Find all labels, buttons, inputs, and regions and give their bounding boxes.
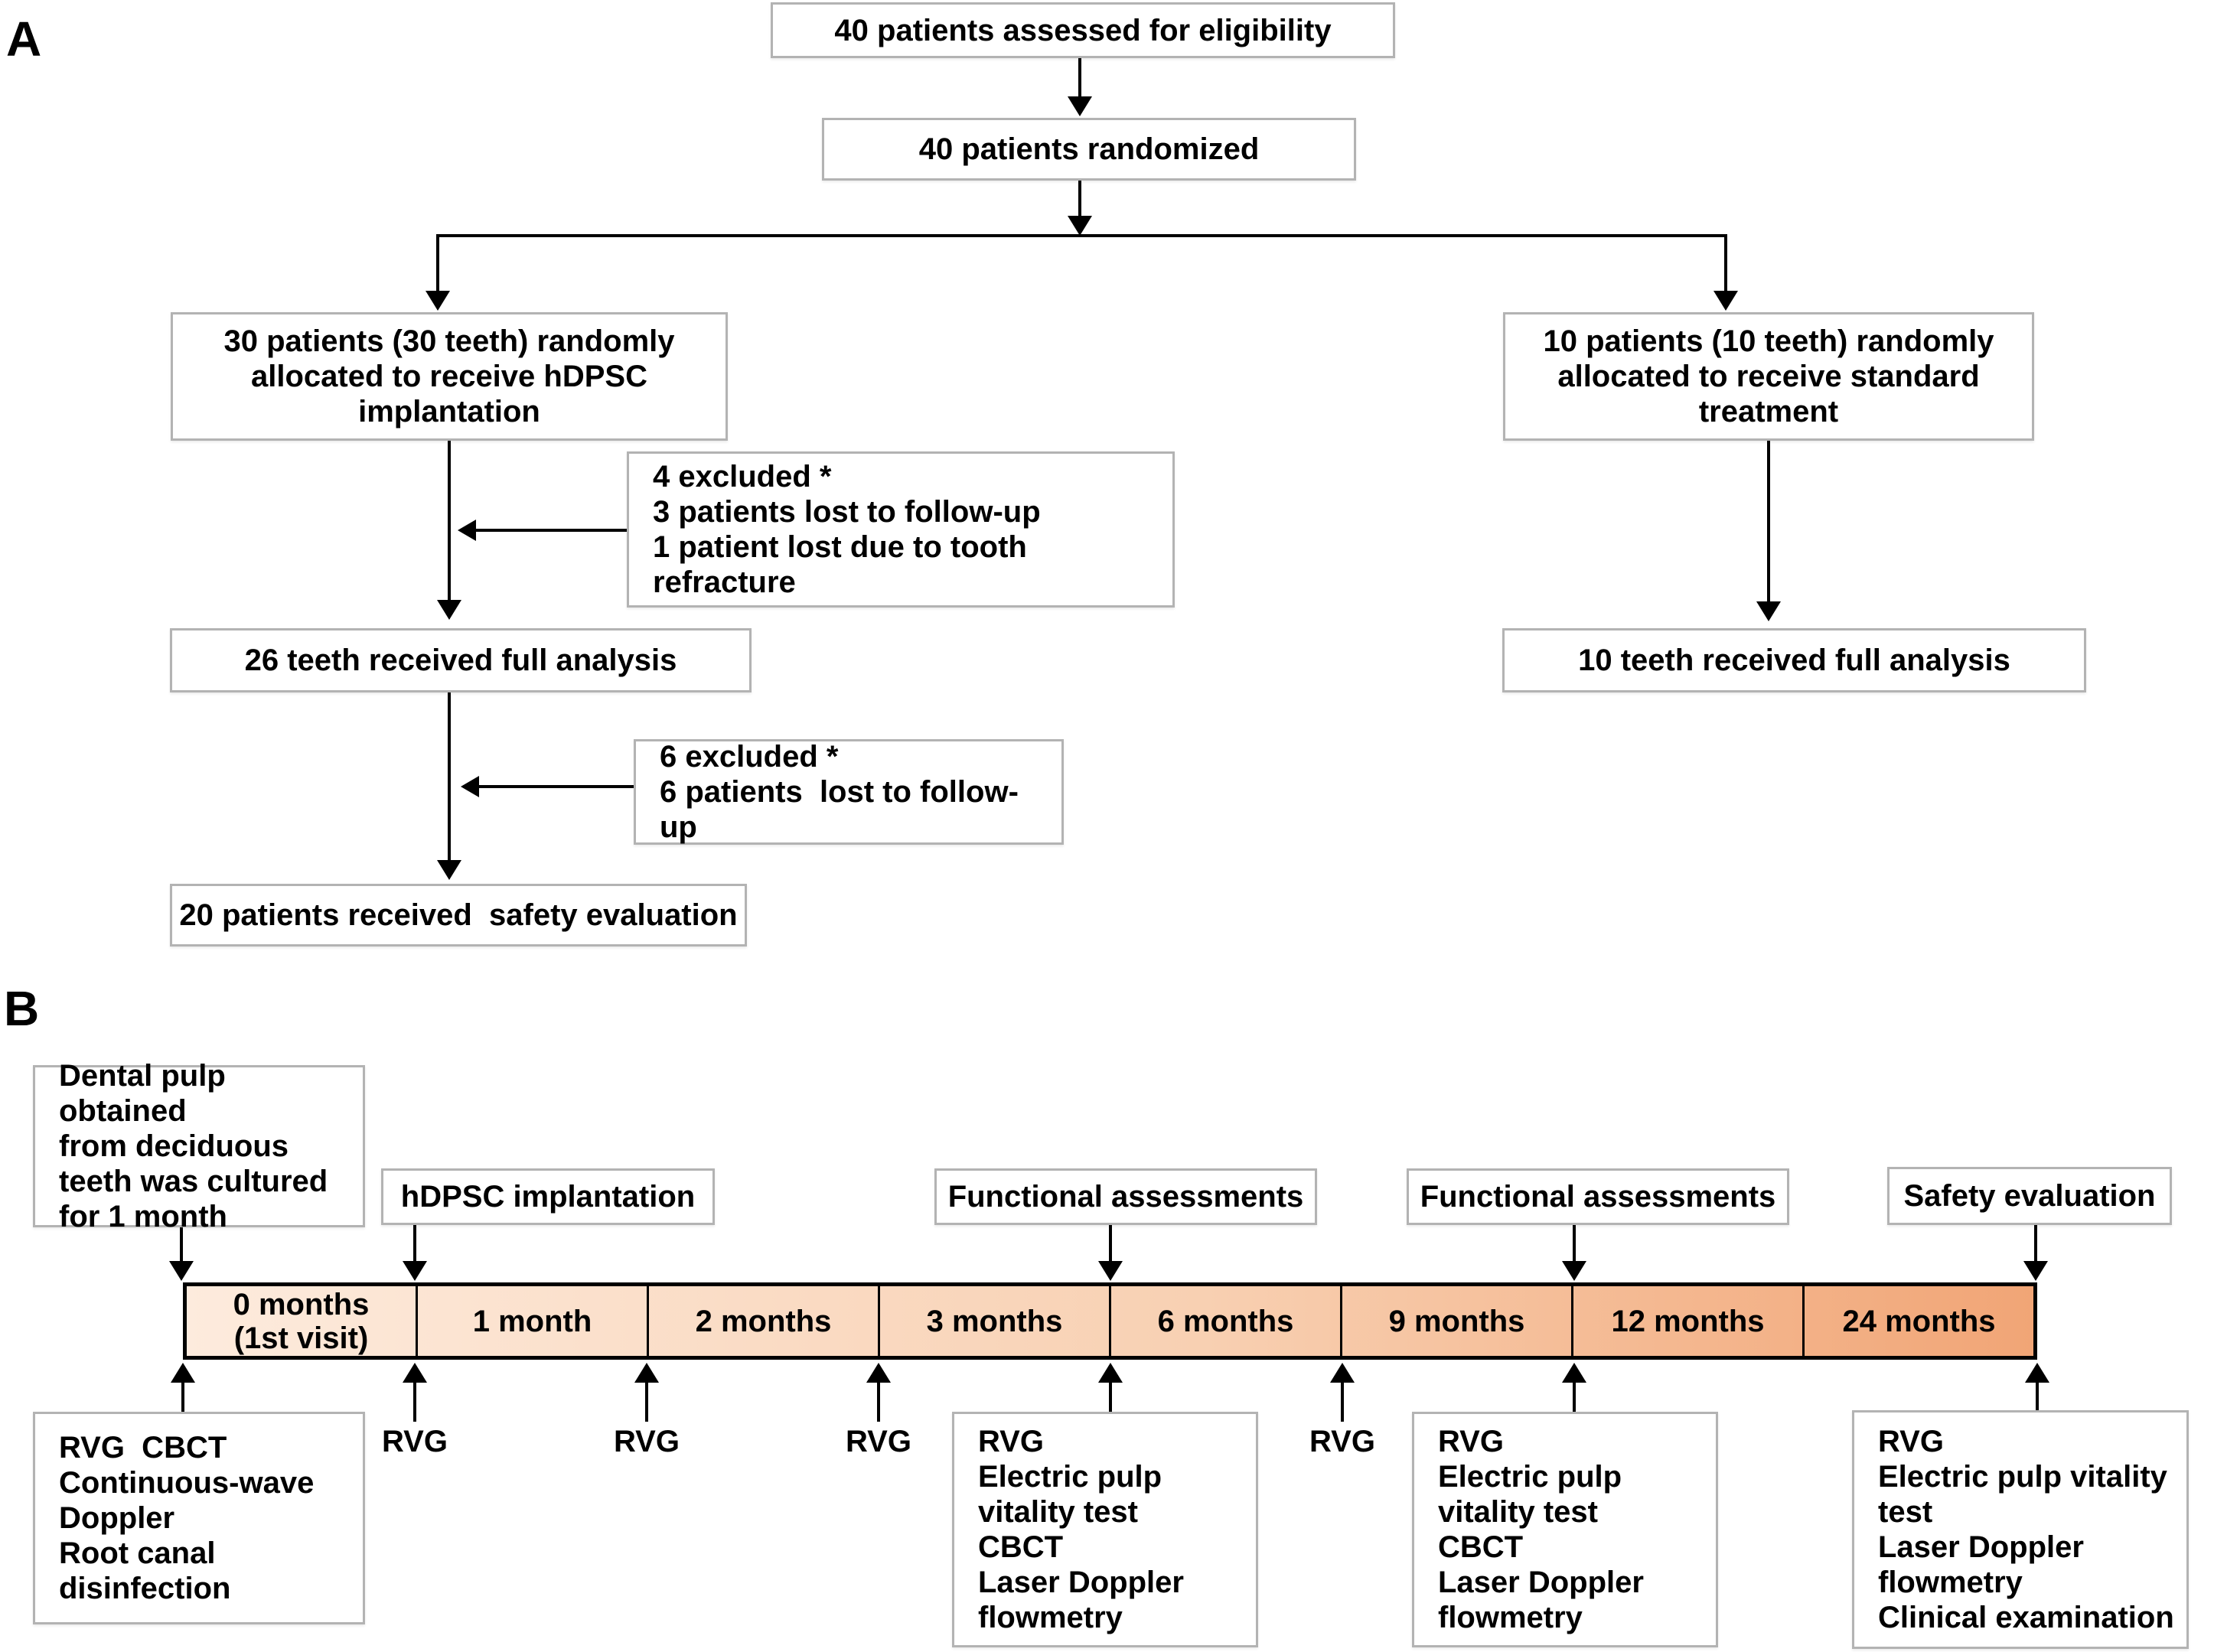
exclusion-line — [476, 529, 627, 532]
timeline-segment-24-months: 24 months — [1802, 1286, 2033, 1356]
rvg-label-9-months: RVG — [1309, 1425, 1375, 1458]
box-excluded-4: 4 excluded * 3 patients lost to follow-u… — [627, 451, 1175, 608]
arrow-down-icon — [169, 1261, 194, 1281]
arrow-up-icon — [2025, 1363, 2049, 1383]
panel-a-label: A — [6, 11, 42, 67]
rvg-label-3-months: RVG — [846, 1425, 911, 1458]
arrow-up-icon — [1562, 1363, 1586, 1383]
arrow-down-icon — [1068, 216, 1092, 236]
branch-line — [438, 234, 1727, 237]
box-baseline-tests: RVG CBCT Continuous-wave Doppler Root ca… — [33, 1412, 365, 1624]
arrow-up-icon — [634, 1363, 659, 1383]
arrow-left-icon — [461, 776, 479, 797]
arrow-up-icon — [403, 1363, 427, 1383]
arrow-down-icon — [1756, 601, 1781, 621]
box-full-analysis-10: 10 teeth received full analysis — [1502, 628, 2086, 692]
flow-line — [1573, 1381, 1576, 1412]
arrow-left-icon — [458, 520, 476, 541]
arrow-up-icon — [1330, 1363, 1355, 1383]
flow-line — [1078, 181, 1081, 217]
flow-line — [1109, 1225, 1112, 1263]
timeline-segment-12-months: 12 months — [1571, 1286, 1802, 1356]
flow-line — [877, 1381, 880, 1422]
flow-line — [1341, 1381, 1344, 1422]
box-excluded-6: 6 excluded * 6 patients lost to follow-u… — [634, 739, 1064, 845]
flow-line — [436, 234, 439, 292]
box-standard-arm: 10 patients (10 teeth) randomly allocate… — [1503, 312, 2034, 441]
timeline-segment-6-months: 6 months — [1109, 1286, 1340, 1356]
timeline-bar: 0 months (1st visit) 1 month 2 months 3 … — [183, 1282, 2037, 1360]
box-assessed-eligibility: 40 patients assessed for eligibility — [771, 2, 1395, 58]
rvg-label-2-months: RVG — [614, 1425, 680, 1458]
flow-line — [413, 1381, 416, 1422]
flow-line — [413, 1225, 416, 1263]
timeline-segment-2-months: 2 months — [647, 1286, 878, 1356]
box-tests-24-months: RVG Electric pulp vitality test Laser Do… — [1852, 1410, 2189, 1649]
arrow-down-icon — [437, 860, 461, 880]
arrow-up-icon — [1098, 1363, 1123, 1383]
arrow-up-icon — [866, 1363, 891, 1383]
flow-line — [1767, 441, 1770, 603]
box-functional-assessments-1: Functional assessments — [934, 1168, 1317, 1225]
timeline-segment-0-months: 0 months (1st visit) — [233, 1287, 370, 1355]
timeline-segment-9-months: 9 months — [1340, 1286, 1571, 1356]
arrow-down-icon — [403, 1261, 427, 1281]
arrow-down-icon — [2023, 1261, 2048, 1281]
flow-line — [448, 692, 451, 862]
flow-line — [448, 441, 451, 601]
box-dental-pulp: Dental pulp obtained from deciduous teet… — [33, 1059, 365, 1233]
box-hdpsc-arm: 30 patients (30 teeth) randomly allocate… — [171, 312, 728, 441]
arrow-down-icon — [1098, 1261, 1123, 1281]
box-functional-assessments-2: Functional assessments — [1407, 1168, 1789, 1225]
rvg-label-1-month: RVG — [382, 1425, 448, 1458]
flow-line — [1573, 1225, 1576, 1263]
arrow-down-icon — [1068, 96, 1092, 116]
box-safety-evaluation-b: Safety evaluation — [1887, 1167, 2172, 1225]
flow-line — [180, 1227, 183, 1263]
flow-line — [2034, 1225, 2037, 1263]
flow-line — [2036, 1381, 2039, 1410]
box-safety-evaluation-20: 20 patients received safety evaluation — [170, 884, 747, 947]
arrow-up-icon — [171, 1363, 195, 1383]
box-tests-3-6-months: RVG Electric pulp vitality test CBCT Las… — [952, 1412, 1258, 1647]
arrow-down-icon — [1562, 1261, 1586, 1281]
flow-line — [1078, 58, 1081, 98]
box-tests-9-12-months: RVG Electric pulp vitality test CBCT Las… — [1412, 1412, 1718, 1647]
arrow-down-icon — [426, 291, 450, 311]
box-randomized: 40 patients randomized — [822, 118, 1356, 181]
timeline-segment-1-month: 1 month — [416, 1286, 647, 1356]
box-full-analysis-26: 26 teeth received full analysis — [170, 628, 752, 692]
exclusion-line — [479, 785, 634, 788]
timeline-segment-3-months: 3 months — [878, 1286, 1109, 1356]
arrow-down-icon — [1713, 291, 1738, 311]
flow-line — [181, 1381, 184, 1412]
flow-line — [645, 1381, 648, 1422]
box-hdpsc-implantation: hDPSC implantation — [381, 1168, 715, 1225]
arrow-down-icon — [437, 600, 461, 620]
flow-line — [1109, 1381, 1112, 1412]
flow-line — [1724, 234, 1727, 292]
panel-b-label: B — [4, 981, 40, 1036]
